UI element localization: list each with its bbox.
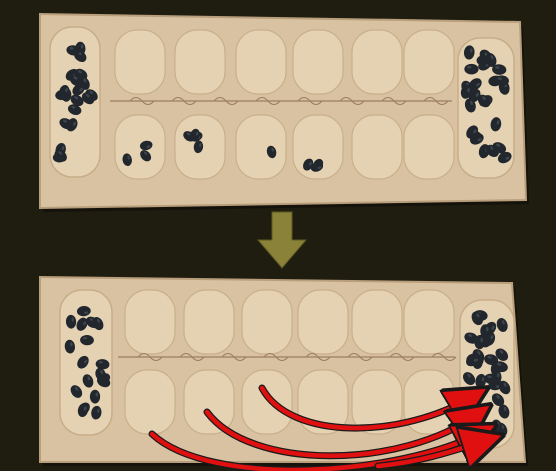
pit-top-6 <box>404 30 454 94</box>
pit-top-3 <box>242 290 292 354</box>
pit-top-2 <box>175 30 225 94</box>
pit-top-1 <box>115 30 165 94</box>
down-arrow-icon <box>258 212 306 268</box>
pit-bottom-3 <box>242 370 292 434</box>
seed-highlight <box>96 392 98 396</box>
pit-bottom-1 <box>115 115 165 179</box>
pit-bottom-5 <box>352 115 402 179</box>
pit-bottom-1 <box>125 370 175 434</box>
pit-bottom-3 <box>236 115 286 179</box>
board-after <box>40 277 528 466</box>
seed <box>90 390 100 404</box>
down-arrow-shape <box>258 212 306 268</box>
pit-top-5 <box>352 30 402 94</box>
board-before <box>40 14 529 212</box>
pit-top-6 <box>404 290 454 354</box>
pit-top-5 <box>352 290 402 354</box>
pit-bottom-6 <box>404 115 454 179</box>
pit-top-3 <box>236 30 286 94</box>
seed-highlight <box>467 66 471 68</box>
seed <box>464 64 478 75</box>
pit-top-2 <box>184 290 234 354</box>
pit-top-4 <box>293 30 343 94</box>
pit-bottom-2 <box>184 370 234 434</box>
pit-top-1 <box>125 290 175 354</box>
pit-top-4 <box>298 290 348 354</box>
